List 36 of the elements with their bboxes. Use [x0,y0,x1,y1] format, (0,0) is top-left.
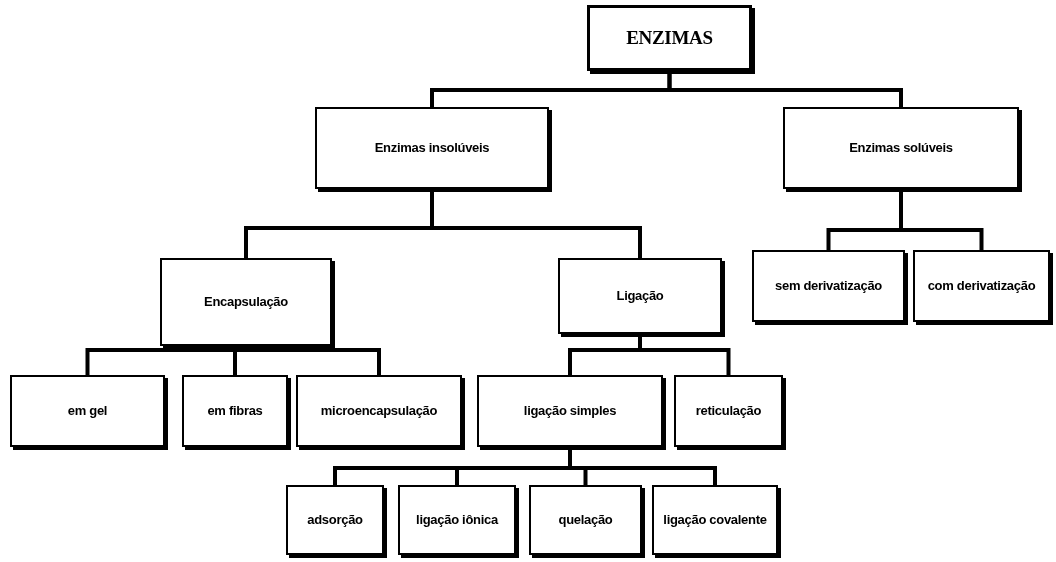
category-box [587,5,752,71]
box-label: ENZIMAS [626,27,713,49]
box-label: sem derivatização [775,278,882,294]
category-box [674,375,783,447]
box-label: ligação iônica [416,512,498,528]
box-label: com derivatização [927,278,1036,294]
box-label: em fibras [207,403,263,419]
category-box [783,107,1019,189]
box-label: microencapsulação [320,403,438,419]
category-box [752,250,905,322]
box-label: Enzimas insolúveis [374,140,490,156]
category-box [477,375,663,447]
category-box [160,258,332,346]
category-box [315,107,549,189]
connector-line [568,449,717,485]
box-label: reticulação [695,403,762,419]
category-box [182,375,288,447]
category-box [558,258,722,334]
connector-line [899,191,984,250]
box-label: Ligação [616,288,664,304]
box-label: quelação [558,512,613,528]
box-label: em gel [67,403,108,419]
category-box [286,485,384,555]
connector-line [430,191,642,258]
category-box [296,375,462,447]
box-label: ligação simples [523,403,617,419]
category-box [10,375,165,447]
connector-line [667,73,903,107]
box-label: Encapsulação [204,294,288,310]
category-box [652,485,778,555]
category-box [398,485,516,555]
box-label: Enzimas solúveis [849,140,953,156]
category-box [913,250,1050,322]
box-label: adsorção [307,512,363,528]
category-box [529,485,642,555]
box-label: ligação covalente [663,512,767,528]
